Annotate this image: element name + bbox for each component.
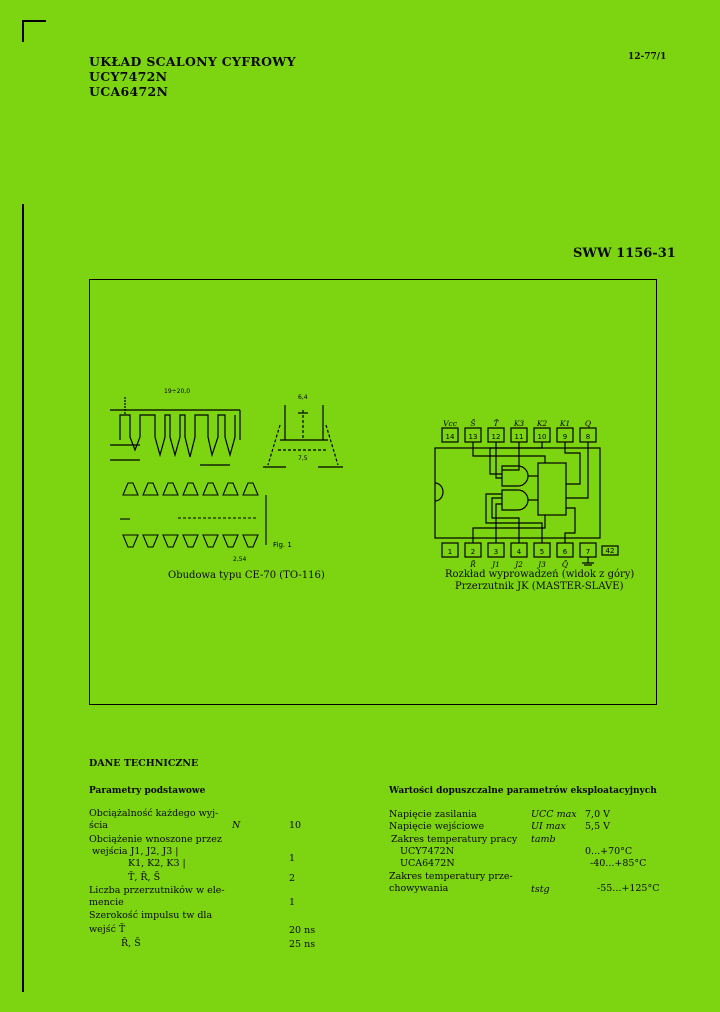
dim-length: 19÷20,0: [164, 388, 190, 395]
pin-number: 2: [471, 548, 475, 556]
limit-label: Zakres temperatury pracy: [391, 834, 518, 845]
limit-value: -40...+85°C: [590, 858, 647, 869]
package-pins-view-drawing: 2,54 Fig. 1: [120, 482, 292, 563]
flip-flop-block: [537, 462, 567, 516]
pin-label: K2: [536, 419, 548, 428]
limit-value: -55...+125°C: [597, 883, 660, 894]
dim-height: 6,4: [298, 394, 308, 401]
standard-code: SWW 1156-31: [573, 246, 676, 261]
limit-symbol: UI max: [531, 821, 566, 832]
pin-label: J2: [513, 560, 523, 569]
pin-number: 1: [448, 548, 452, 556]
basic-params-title: Parametry podstawowe: [89, 786, 206, 796]
param-label: R̄, S̄: [121, 938, 141, 949]
limit-label: Napięcie zasilania: [389, 809, 477, 820]
limit-value: 5,5 V: [585, 821, 610, 832]
param-value: 1: [289, 853, 296, 864]
top-pin-row: [122, 482, 259, 496]
pin-label: J3: [536, 560, 546, 569]
pin-number: 12: [492, 433, 501, 441]
param-value: 1: [289, 897, 296, 908]
param-value: 20 ns: [289, 925, 316, 936]
limit-label: Napięcie wejściowe: [389, 821, 485, 832]
param-label: mencie: [89, 897, 124, 908]
section-title-technical-data: DANE TECHNICZNE: [89, 758, 199, 769]
and-gate-k: [501, 489, 529, 511]
param-value: 10: [289, 820, 302, 831]
pin-number: 13: [469, 433, 478, 441]
dim-pitch: 2,54: [233, 556, 247, 563]
title-line: UKŁAD SCALONY CYFROWY: [89, 54, 296, 69]
dim-width: 7,5: [298, 455, 308, 462]
param-label: ścia: [89, 820, 108, 831]
pinout-caption: Rozkład wyprowadzeń (widok z góry): [445, 569, 635, 580]
pin-label: J1: [490, 560, 500, 569]
param-label: wejścia J1, J2, J3 |: [92, 846, 179, 857]
param-value: 2: [289, 873, 296, 884]
pin-number: 9: [563, 433, 567, 441]
part-number-uca: UCA6472N: [89, 84, 169, 99]
pin-number: 8: [586, 433, 590, 441]
pin-label: K1: [559, 419, 570, 428]
param-label: Szerokość impulsu tw dla: [89, 910, 213, 921]
limit-value: 7,0 V: [585, 809, 610, 820]
registration-corner-mark: [22, 20, 46, 42]
param-symbol: N: [232, 820, 241, 831]
limit-label: chowywania: [389, 883, 449, 894]
limit-label: UCA6472N: [400, 858, 455, 869]
package-side-view-drawing: 19÷20,0: [110, 388, 241, 466]
pin-label: Q: [585, 419, 591, 428]
param-label: K1, K2, K3 |: [128, 858, 186, 869]
bottom-pin-row: [122, 534, 259, 548]
limit-symbol: tstg: [531, 884, 550, 895]
limit-symbol: UCC max: [531, 809, 577, 820]
and-gate-j: [501, 465, 529, 487]
package-caption: Obudowa typu CE-70 (TO-116): [168, 570, 325, 581]
pin-number: 6: [563, 548, 568, 556]
param-label: Obciążenie wnoszone przez: [89, 834, 222, 845]
pin-label: K3: [513, 419, 525, 428]
param-label: T̄, R̄, S̄: [128, 872, 161, 883]
pin-label: S̄: [470, 419, 475, 428]
pin-number: 4: [517, 548, 522, 556]
pin-label: R̄: [469, 560, 476, 569]
document-title: UKŁAD SCALONY CYFROWY UCY7472N UCA6472N: [89, 54, 296, 99]
pin-number: 10: [538, 433, 547, 441]
package-end-view-drawing: 6,4 7,5: [263, 394, 343, 468]
limit-symbol: tamb: [531, 834, 556, 845]
pin-label: T̄: [493, 419, 499, 428]
limit-label: UCY7472N: [400, 846, 455, 857]
pin-label: Q̄: [562, 560, 568, 569]
figure-frame: [89, 279, 657, 705]
pin-number: 7: [586, 548, 590, 556]
pin-number: 3: [494, 548, 498, 556]
page-code: 12-77/1: [628, 52, 667, 62]
pinout-diagram: 14 13 12 11 10 9 8 1 2 3 4 5 6 7 42 Vcc …: [434, 419, 619, 569]
left-margin-rule: [22, 204, 24, 992]
pin-number: 5: [540, 548, 544, 556]
param-label: Obciążalność każdego wyj-: [89, 808, 219, 819]
pin-label: Vcc: [443, 419, 458, 428]
param-label: wejść T̄: [89, 924, 126, 935]
pin-number: 14: [446, 433, 455, 441]
param-label: Liczba przerzutników w ele-: [89, 885, 225, 896]
pin-number: 11: [515, 433, 524, 441]
figure-label: Fig. 1: [273, 541, 292, 549]
limit-value: 0...+70°C: [585, 846, 633, 857]
limits-title: Wartości dopuszczalne parametrów eksploa…: [389, 786, 657, 796]
part-number-ucy: UCY7472N: [89, 69, 168, 84]
limit-label: Zakres temperatury prze-: [389, 871, 513, 882]
param-value: 25 ns: [289, 939, 316, 950]
pinout-subcaption: Przerzutnik JK (MASTER-SLAVE): [455, 581, 624, 592]
pinout-tag: 42: [606, 547, 615, 555]
